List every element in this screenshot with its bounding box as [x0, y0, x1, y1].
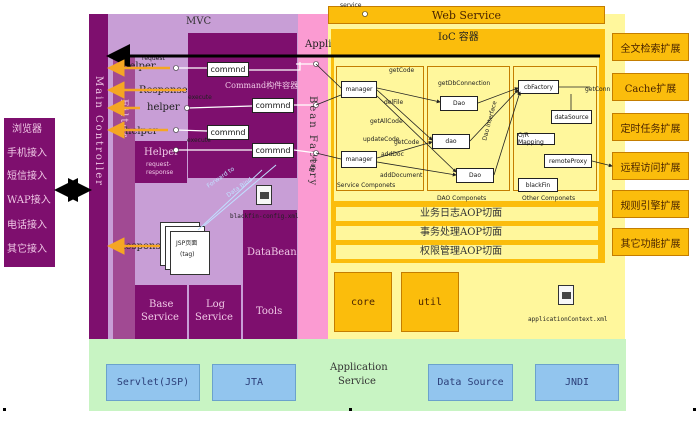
op-add-doc: addDoc: [381, 151, 404, 158]
app-context-file-icon: [558, 285, 574, 305]
cbfactory-box: cbFactory: [518, 80, 559, 94]
op-get-code-1: getCode: [389, 67, 415, 74]
filter-label: Filter: [118, 99, 129, 140]
log-service-line1: Log: [206, 299, 226, 310]
aop-business-log: [336, 207, 598, 221]
op-del-file: delFile: [384, 99, 404, 106]
other-components-label: Other Componets: [522, 195, 576, 202]
op-get-code-2: getCode: [394, 139, 420, 146]
command-factory-label: Command构件容器: [225, 81, 299, 90]
dao-box-2: dao: [432, 134, 470, 149]
filter-bar: [113, 55, 135, 339]
ext-scheduled-task: 定时任务扩展: [612, 113, 689, 141]
dao-box-3: Dao: [456, 168, 494, 183]
main-controller-label: Main Controller: [93, 76, 104, 188]
databean-label: DataBean: [247, 247, 297, 258]
client-panel: [4, 118, 55, 267]
op-add-document: addDocument: [380, 172, 423, 179]
application-service-title-line1: Application: [330, 362, 388, 373]
tools-box: [243, 285, 297, 339]
helper-box-sub2: response: [146, 169, 174, 176]
helper-label-2: helper: [147, 102, 180, 113]
execute-label-1: execute: [188, 94, 212, 101]
client-wap: WAP接入: [7, 195, 51, 206]
client-other: 其它接入: [7, 244, 47, 255]
core-box: core: [334, 272, 392, 332]
aop-permission-label: 权限管理AOP切面: [420, 246, 503, 257]
command-box-2: commnd: [252, 98, 294, 113]
jta-box: JTA: [212, 364, 296, 401]
main-controller-bar: [89, 14, 108, 339]
manager-box-1: manager: [341, 81, 377, 98]
ext-cache: Cache扩展: [612, 73, 689, 101]
ioc-title: IoC 容器: [438, 32, 479, 43]
datasource-box: dataSource: [551, 110, 592, 124]
helper-box-title: Helper: [144, 147, 179, 158]
base-service-box: [135, 285, 187, 339]
aop-permission: [336, 245, 598, 259]
service-components-label: Service Componets: [337, 182, 396, 189]
helper-label-1: helper: [123, 61, 156, 72]
blackfin-box: blackFin: [518, 178, 558, 192]
dao-box-1: Dao: [440, 96, 478, 111]
app-context-label: applicationContext.xml: [528, 316, 608, 323]
base-service-line1: Base: [149, 299, 174, 310]
log-service-box: [189, 285, 241, 339]
servlet-jsp-box: Servlet(JSP): [106, 364, 200, 401]
data-source-box: Data Source: [428, 364, 513, 401]
op-get-all-code: getAllCode: [370, 118, 403, 125]
orm-box: O/R Mapping: [517, 132, 555, 146]
client-browser: 浏览器: [12, 124, 42, 135]
jsp-page: [170, 231, 210, 275]
jsp-page-label: JSP页面: [176, 240, 198, 247]
aop-business-log-label: 业务日志AOP切面: [420, 208, 503, 219]
client-mobile: 手机接入: [7, 148, 47, 159]
aop-transaction: [336, 226, 598, 240]
helper-box-sub1: request-: [146, 161, 171, 168]
application-service-title-line2: Service: [338, 376, 376, 387]
remoteproxy-box: remoteProxy: [544, 154, 592, 168]
aop-transaction-label: 事务处理AOP切面: [420, 227, 503, 238]
ext-other: 其它功能扩展: [612, 228, 689, 256]
ext-fulltext-search: 全文检索扩展: [612, 33, 689, 61]
ext-rule-engine: 规则引擎扩展: [612, 190, 689, 218]
getconn-label: getConn: [585, 86, 611, 93]
jndi-box: JNDI: [535, 364, 619, 401]
client-phone: 电话接入: [7, 220, 47, 231]
util-box: util: [401, 272, 459, 332]
config-file-icon: [256, 185, 272, 205]
execute-label-2: execute: [187, 137, 211, 144]
response-label-1: Response: [139, 85, 188, 96]
jsp-tag-label: (tag): [180, 251, 195, 258]
bean-factory-label: Bean Factory: [307, 96, 318, 188]
tools-label: Tools: [256, 306, 283, 317]
web-service-box: Web Service: [328, 6, 605, 24]
command-box-4: commnd: [252, 143, 294, 158]
helper-label-3: helper: [125, 126, 158, 137]
client-sms: 短信接入: [7, 171, 47, 182]
mvc-title: MVC: [186, 16, 212, 27]
service-top-label: service: [340, 2, 362, 9]
dao-components-label: DAO Componets: [437, 195, 487, 202]
ext-remote-access: 远程访问扩展: [612, 152, 689, 180]
dao-conn-label: getDbConnection: [438, 80, 491, 87]
command-box-1: commnd: [207, 62, 249, 77]
request-label: request: [142, 55, 165, 62]
base-service-line2: Service: [141, 312, 179, 323]
mvc-top-strip: [188, 33, 297, 55]
config-file-label: blackfin-config.xml: [230, 213, 299, 220]
command-box-3: commnd: [207, 125, 249, 140]
log-service-line2: Service: [195, 312, 233, 323]
manager-box-2: manager: [341, 151, 377, 168]
